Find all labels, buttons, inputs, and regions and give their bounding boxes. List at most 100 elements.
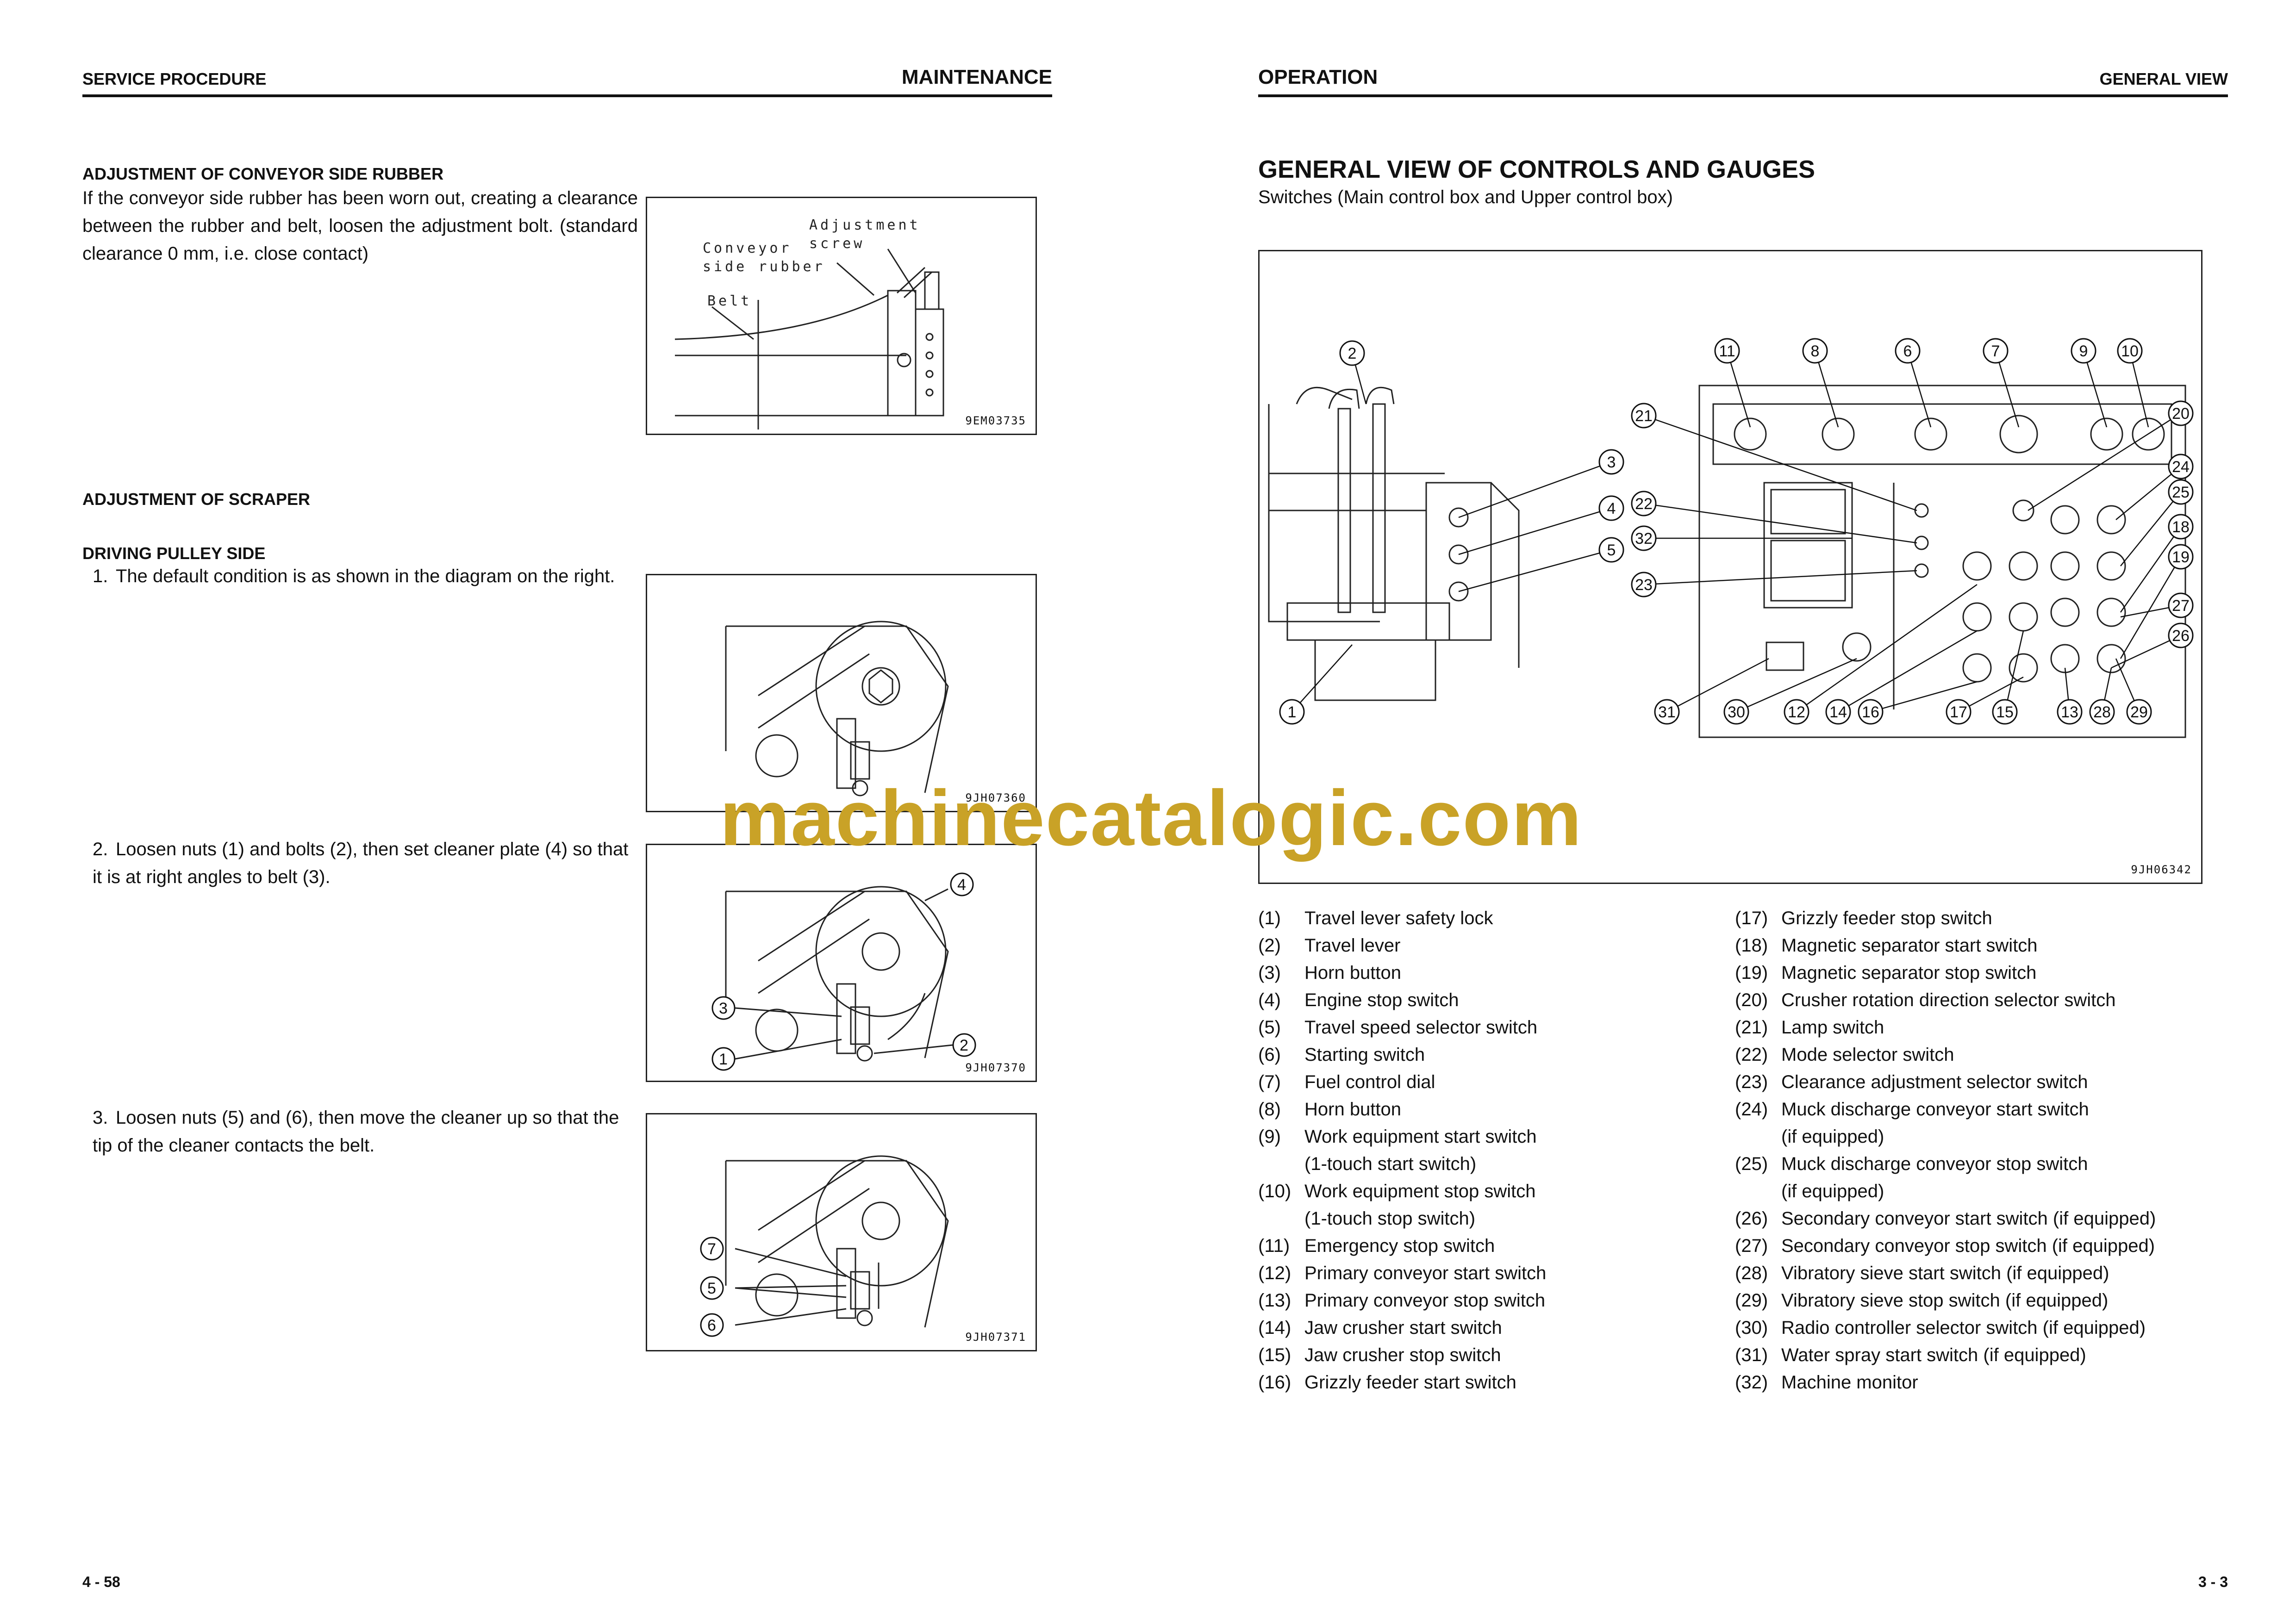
legend-number: (11) — [1258, 1236, 1290, 1256]
step-1-number: 1. — [93, 566, 108, 586]
legend-item: (9)Work equipment start switch — [1258, 1123, 1730, 1151]
legend-number: (27) — [1735, 1236, 1768, 1256]
legend-number: (32) — [1735, 1372, 1768, 1393]
callout-13: 13 — [2057, 699, 2083, 725]
legend-item: (18)Magnetic separator start switch — [1735, 932, 2230, 959]
leader-line — [1796, 584, 1978, 713]
callout-26: 26 — [2168, 622, 2194, 648]
callout-circle — [1946, 699, 1972, 725]
callout-circle — [2168, 514, 2194, 540]
legend-text: Magnetic separator stop switch — [1781, 963, 2037, 983]
legend-item: (25)Muck discharge conveyor stop switch — [1735, 1151, 2230, 1178]
control-knob — [2090, 417, 2123, 451]
lever-assembly-drawing — [1268, 386, 1520, 701]
section-title-scraper: ADJUSTMENT OF SCRAPER — [82, 490, 311, 509]
callout-circle — [1631, 525, 1657, 551]
control-knob — [1962, 551, 1992, 581]
leader-line — [1726, 350, 1751, 428]
callout-circle — [1598, 537, 1624, 563]
callout-label: 32 — [1635, 530, 1653, 548]
callout-circle — [2168, 592, 2194, 618]
leader-line — [2083, 350, 2108, 428]
legend-item: (31)Water spray start switch (if equippe… — [1735, 1342, 2230, 1369]
callout-circle — [2071, 338, 2096, 364]
legend-item: (12)Primary conveyor start switch — [1258, 1260, 1730, 1287]
legend-text: Horn button — [1304, 1099, 1402, 1120]
callout-label: 14 — [1829, 703, 1847, 721]
callout-label: 19 — [2172, 548, 2190, 566]
legend-text: Jaw crusher start switch — [1304, 1318, 1502, 1338]
callout-5: 5 — [707, 1280, 716, 1297]
callout-23: 23 — [1631, 572, 1657, 597]
callout-circle — [2168, 622, 2194, 648]
legend-item: (7)Fuel control dial — [1258, 1069, 1730, 1096]
callout-circle — [1802, 338, 1828, 364]
section-title-driving-pulley: DRIVING PULLEY SIDE — [82, 544, 266, 563]
figure-code-9jh07370: 9JH07370 — [965, 1061, 1026, 1074]
callout-circle — [1983, 338, 2009, 364]
left-page: SERVICE PROCEDURE MAINTENANCE ADJUSTMENT… — [82, 66, 1052, 1590]
figure-code-9em03735: 9EM03735 — [965, 414, 1026, 427]
callout-label: 12 — [1788, 703, 1805, 721]
legend-number: (29) — [1735, 1290, 1768, 1311]
legend-text: Clearance adjustment selector switch — [1781, 1072, 2088, 1092]
step-2-number: 2. — [93, 839, 108, 859]
legend-text: Mode selector switch — [1781, 1045, 1954, 1065]
legend-number: (16) — [1258, 1372, 1292, 1393]
callout-31: 31 — [1654, 699, 1680, 725]
header-operation: OPERATION — [1258, 66, 1378, 88]
leader-line — [2129, 350, 2149, 428]
legend-item: (5)Travel speed selector switch — [1258, 1014, 1730, 1041]
header-general-view: GENERAL VIEW — [2099, 69, 2228, 88]
callout-14: 14 — [1825, 699, 1851, 725]
leader-lines — [1292, 350, 2182, 713]
callout-20: 20 — [2168, 400, 2194, 426]
legend-item: (13)Primary conveyor stop switch — [1258, 1287, 1730, 1314]
control-knob — [1962, 602, 1992, 632]
section-title-side-rubber: ADJUSTMENT OF CONVEYOR SIDE RUBBER — [82, 164, 444, 183]
callout-label: 17 — [1950, 703, 1967, 721]
control-knob — [1999, 415, 2038, 454]
callout-circle — [1992, 699, 2018, 725]
general-view-title: GENERAL VIEW OF CONTROLS AND GAUGES — [1258, 156, 1816, 183]
control-knob — [2009, 551, 2038, 581]
page-number-left: 4 - 58 — [82, 1574, 120, 1590]
legend-number: (24) — [1735, 1099, 1768, 1120]
legend-number: (14) — [1258, 1318, 1292, 1338]
figure-3-callouts: 4 3 1 2 — [711, 872, 976, 1071]
leader-line — [2120, 526, 2182, 613]
callout-19: 19 — [2168, 544, 2194, 570]
step-1-text: The default condition is as shown in the… — [116, 566, 615, 586]
legend-number: (2) — [1258, 935, 1281, 956]
callout-6: 6 — [1895, 338, 1921, 364]
legend-item: (11)Emergency stop switch — [1258, 1232, 1730, 1260]
legend-number: (30) — [1735, 1318, 1768, 1338]
legend-number: (23) — [1735, 1072, 1768, 1092]
step-3-text: Loosen nuts (5) and (6), then move the c… — [93, 1108, 619, 1156]
knobs-group — [1734, 415, 2165, 683]
leader-line — [1995, 350, 2020, 428]
callout-5: 5 — [1598, 537, 1624, 563]
legend-text: Magnetic separator start switch — [1781, 935, 2038, 956]
legend-item: (28)Vibratory sieve start switch (if equ… — [1735, 1260, 2230, 1287]
callout-28: 28 — [2089, 699, 2115, 725]
callout-circle — [1631, 572, 1657, 597]
legend-item: (15)Jaw crusher stop switch — [1258, 1342, 1730, 1369]
legend-text: (if equipped) — [1781, 1126, 1884, 1147]
callout-8: 8 — [1802, 338, 1828, 364]
callout-label: 10 — [2121, 342, 2139, 360]
callout-circle — [1279, 699, 1305, 725]
leader-line — [1458, 461, 1612, 518]
legend-text: Secondary conveyor stop switch (if equip… — [1781, 1236, 2155, 1256]
callout-circle — [2126, 699, 2152, 725]
callout-label: 7 — [1991, 342, 2000, 360]
legend-item: (10)Work equipment stop switch — [1258, 1178, 1730, 1205]
legend-text: Jaw crusher stop switch — [1304, 1345, 1501, 1365]
legend-text: Vibratory sieve start switch (if equippe… — [1781, 1263, 2109, 1283]
callout-label: 23 — [1635, 576, 1653, 594]
control-knob — [2096, 597, 2126, 627]
callout-circle — [2117, 338, 2143, 364]
control-knob — [2050, 505, 2080, 535]
legend-number: (3) — [1258, 963, 1281, 983]
